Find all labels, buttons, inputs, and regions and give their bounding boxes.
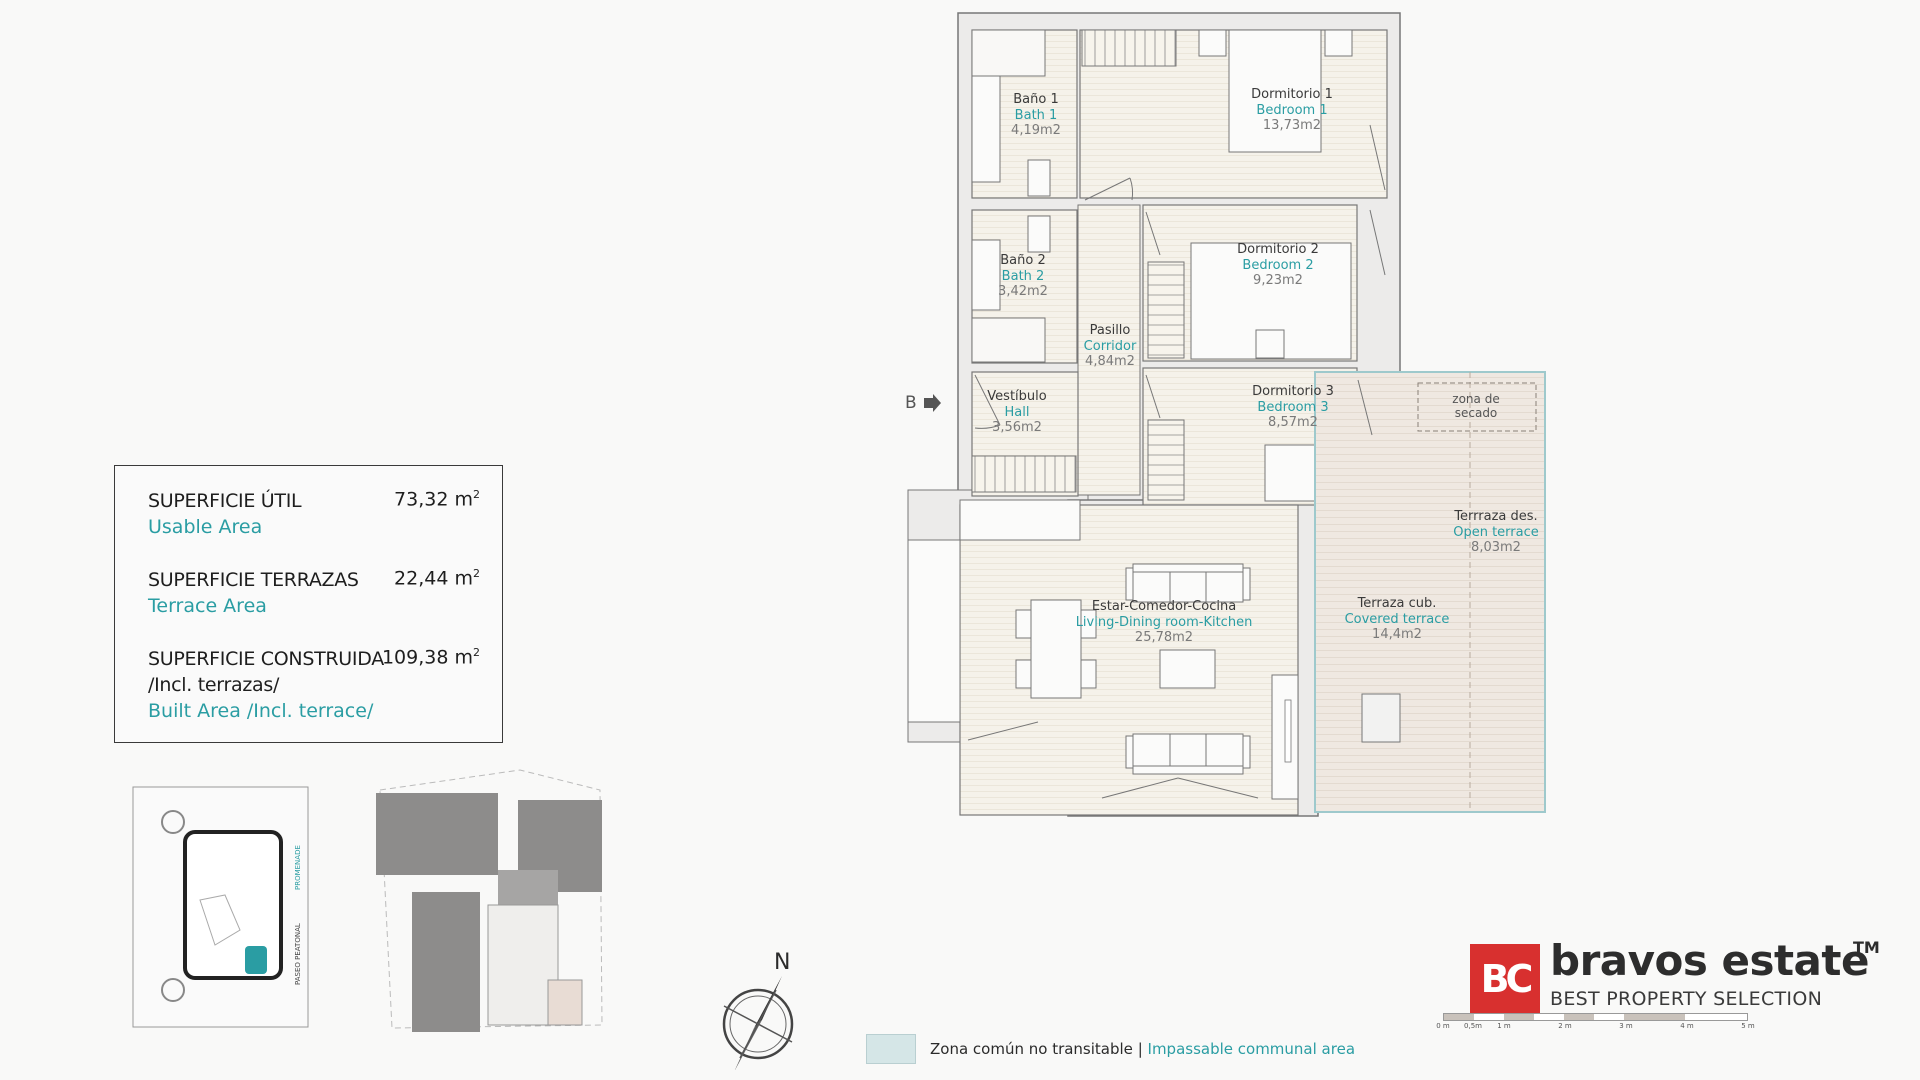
arrow-right-icon xyxy=(924,394,941,412)
map-legend: Zona común no transitable | Impassable c… xyxy=(866,1034,1355,1064)
scale-bar: 0 m 0,5m 1 m 2 m 3 m 4 m 5 m xyxy=(1436,1013,1763,1033)
built-area-row: SUPERFICIE CONSTRUIDA /Incl. terrazas/ B… xyxy=(148,646,480,724)
room-label-bedroom-2: Dormitorio 2 Bedroom 2 9,23m2 xyxy=(1237,242,1319,288)
scale-tick: 2 m xyxy=(1558,1022,1572,1030)
room-label-bedroom-3: Dormitorio 3 Bedroom 3 8,57m2 xyxy=(1252,384,1334,430)
room-label-corridor: Pasillo Corridor 4,84m2 xyxy=(1083,323,1137,369)
terrace xyxy=(1314,371,1546,813)
terrace-area-label: SUPERFICIE TERRAZAS xyxy=(148,569,359,591)
entry-marker-label: B xyxy=(905,393,917,413)
doors xyxy=(967,124,1386,799)
room-label-living: Estar-Comedor-Cocina Living-Dining room-… xyxy=(1075,599,1253,645)
legend-text: Zona común no transitable | Impassable c… xyxy=(930,1040,1356,1058)
terrace-area-row: SUPERFICIE TERRAZAS Terrace Area 22,44 m… xyxy=(148,567,480,619)
drying-zone-label: zona de secado xyxy=(1452,392,1500,420)
room-label-hall: Vestíbulo Hall 3,56m2 xyxy=(987,389,1047,435)
logo-name: bravos estate xyxy=(1550,936,1869,985)
scale-tick: 1 m xyxy=(1497,1022,1511,1030)
site-plan-thumbnail: PASEO PEATONAL PROMENADE xyxy=(132,786,309,1028)
usable-area-row: SUPERFICIE ÚTIL Usable Area 73,32 m2 xyxy=(148,488,480,540)
compass: N xyxy=(716,950,808,1070)
communal-area-swatch xyxy=(866,1034,916,1064)
scale-tick: 3 m xyxy=(1619,1022,1633,1030)
furniture xyxy=(1015,563,1251,775)
built-area-label-en: Built Area /Incl. terrace/ xyxy=(148,700,374,722)
room-label-bath-2: Baño 2 Bath 2 3,42m2 xyxy=(998,253,1048,299)
scale-tick: 4 m xyxy=(1680,1022,1694,1030)
usable-area-label: SUPERFICIE ÚTIL xyxy=(148,490,302,512)
compass-rose-icon xyxy=(722,976,794,1070)
built-area-value: 109,38 m2 xyxy=(381,646,480,669)
area-summary-box: SUPERFICIE ÚTIL Usable Area 73,32 m2 SUP… xyxy=(114,465,503,743)
room-label-covered-terrace: Terraza cub. Covered terrace 14,4m2 xyxy=(1344,596,1450,642)
scale-tick: 0 m xyxy=(1436,1022,1450,1030)
logo-badge: BC xyxy=(1470,944,1540,1014)
usable-area-label-en: Usable Area xyxy=(148,516,263,538)
room-label-bath-1: Baño 1 Bath 1 4,19m2 xyxy=(1011,92,1061,138)
bravos-estate-logo: BC bravos estate TM BEST PROPERTY SELECT… xyxy=(1470,936,1890,1034)
scale-tick: 0,5m xyxy=(1464,1022,1482,1030)
built-area-label: SUPERFICIE CONSTRUIDA xyxy=(148,648,384,670)
room-label-open-terrace: Terrraza des. Open terrace 8,03m2 xyxy=(1453,509,1539,555)
logo-tagline: BEST PROPERTY SELECTION xyxy=(1550,988,1823,1010)
building-key-plan xyxy=(376,769,603,1032)
svg-text:PROMENADE: PROMENADE xyxy=(294,845,302,890)
terrace-area-label-en: Terrace Area xyxy=(148,595,267,617)
usable-area-value: 73,32 m2 xyxy=(394,488,480,511)
room-label-bedroom-1: Dormitorio 1 Bedroom 1 13,73m2 xyxy=(1251,87,1333,133)
built-area-label-2: /Incl. terrazas/ xyxy=(148,674,280,696)
logo-trademark: TM xyxy=(1853,938,1880,957)
terrace-area-value: 22,44 m2 xyxy=(394,567,480,590)
north-label: N xyxy=(774,950,791,975)
svg-text:PASEO PEATONAL: PASEO PEATONAL xyxy=(294,923,302,985)
scale-tick: 5 m xyxy=(1741,1022,1755,1030)
